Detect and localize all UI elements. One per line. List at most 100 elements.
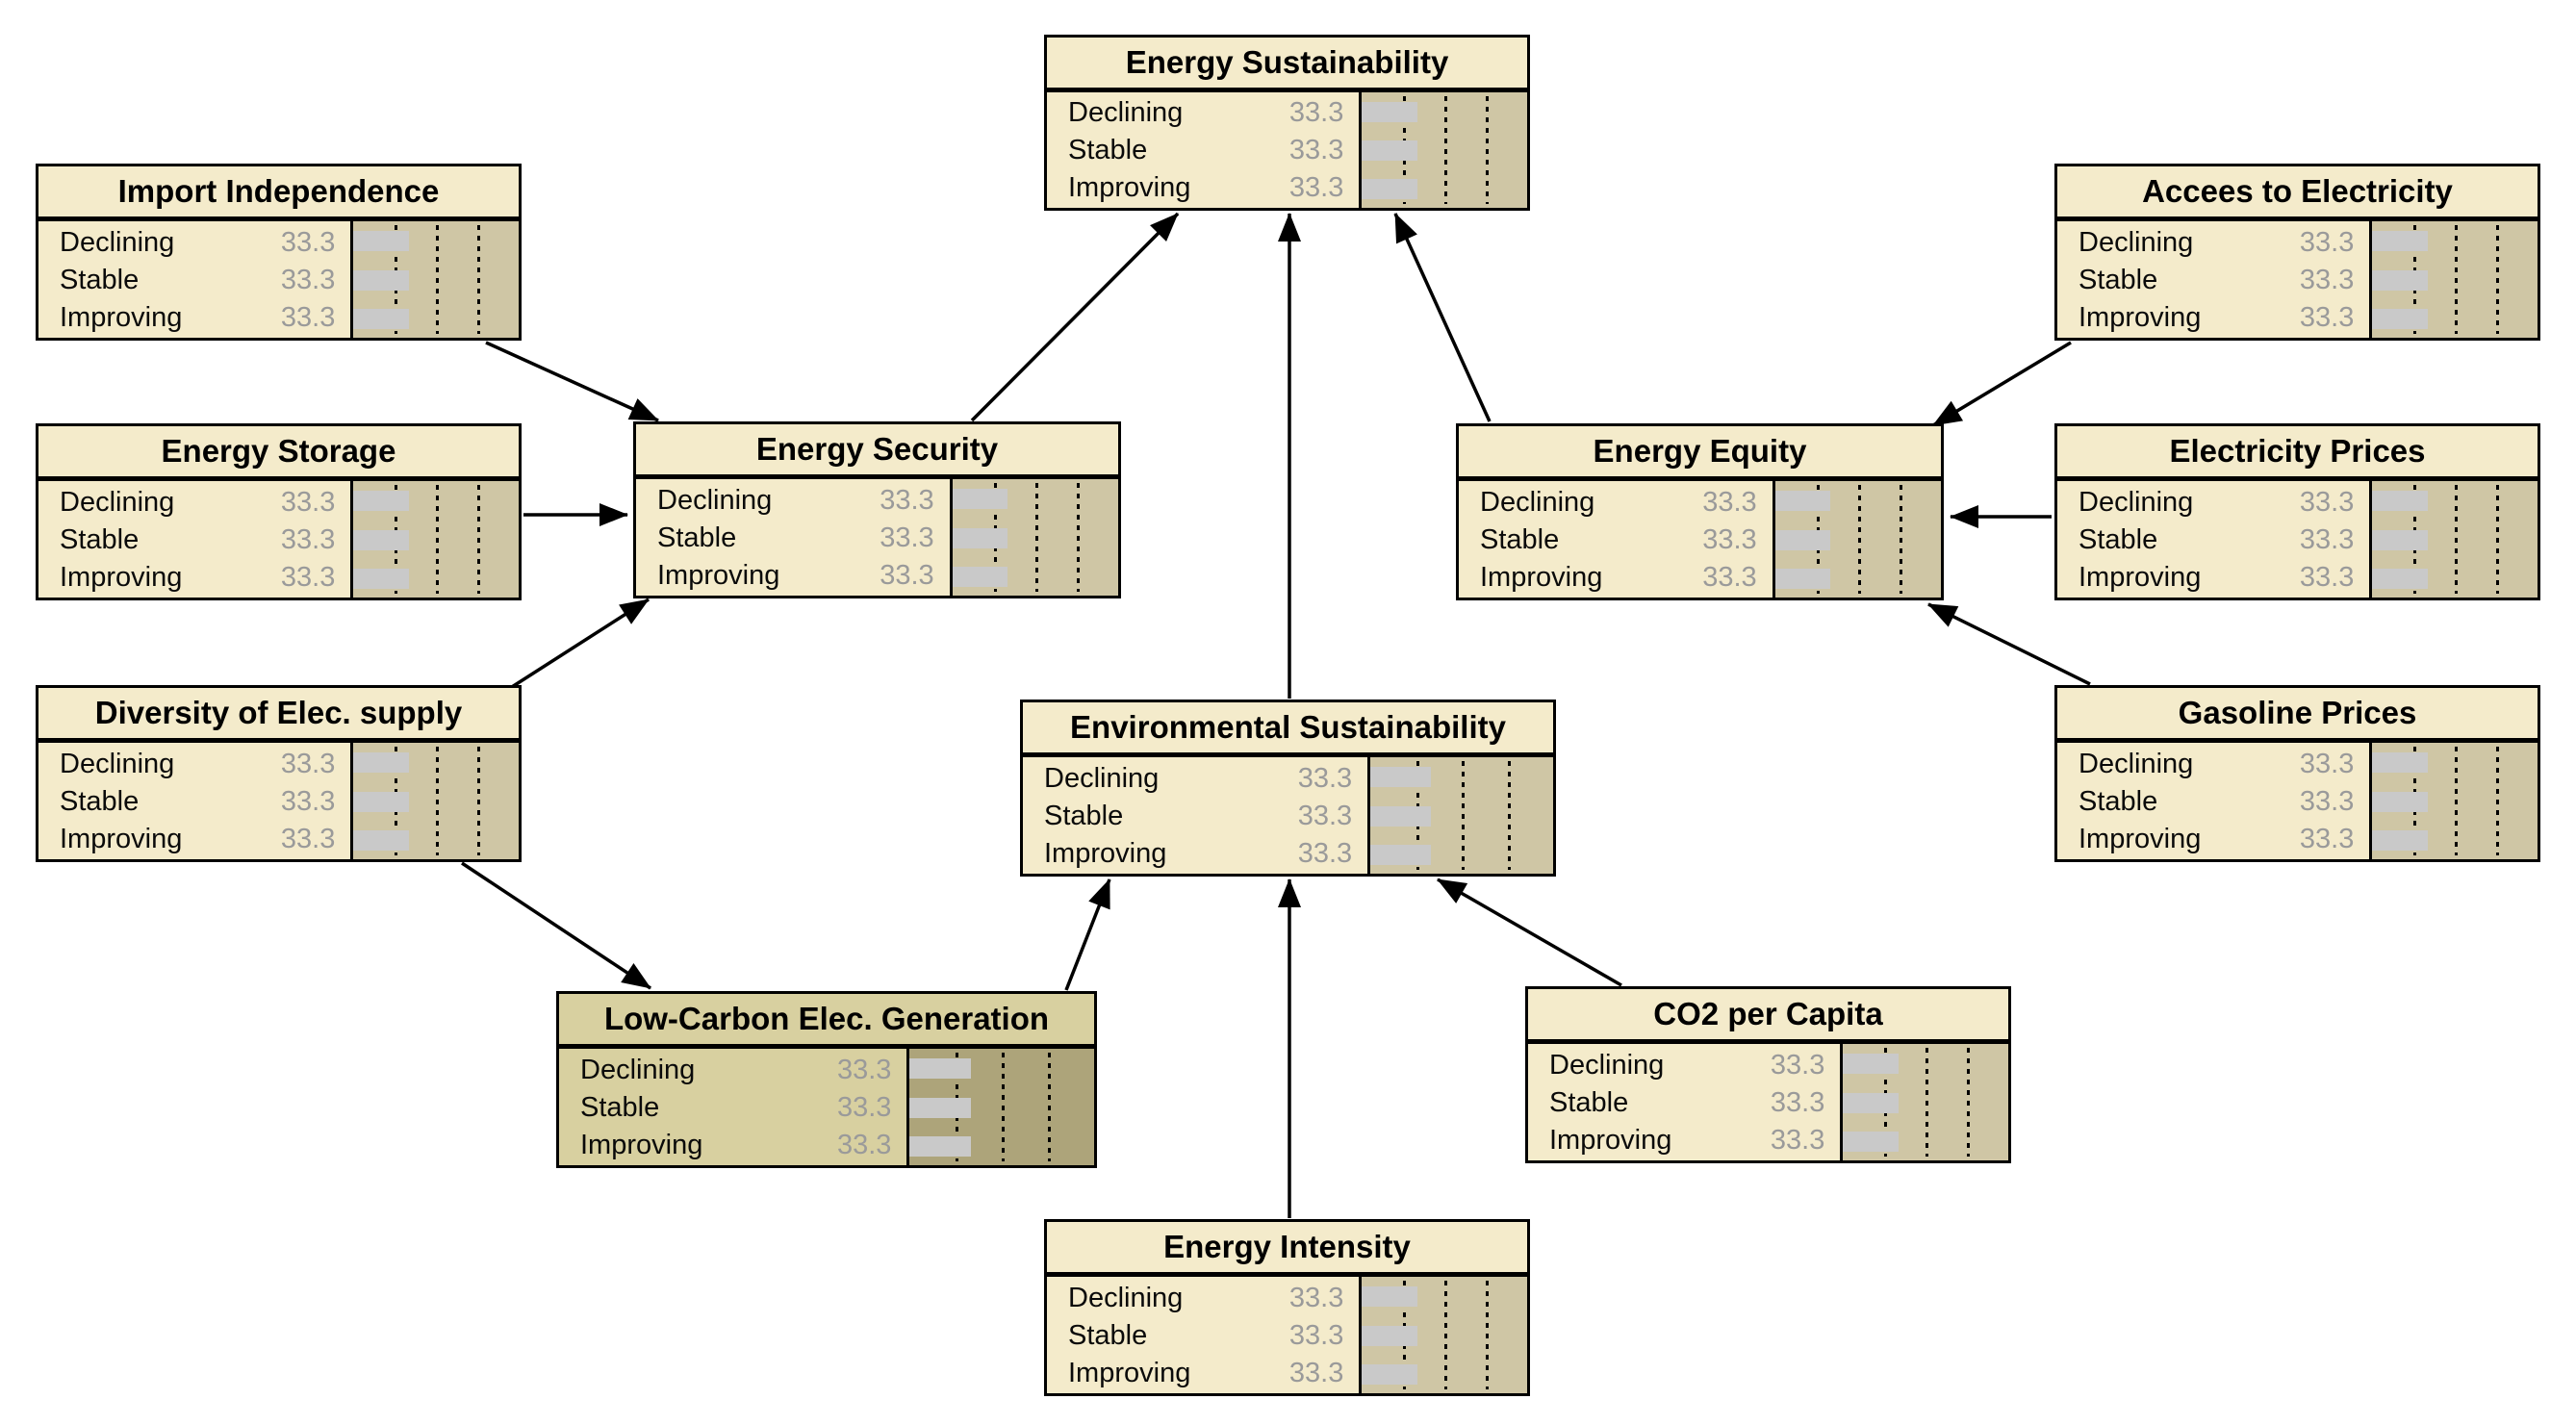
probability-bar [2372,231,2428,252]
probability-meter [2369,481,2538,598]
node-title: Low-Carbon Elec. Generation [559,994,1094,1049]
state-label: Declining [2079,486,2194,518]
probability-meter [906,1049,1094,1165]
state-probability-value: 33.3 [1288,1319,1344,1351]
state-probability-value: 33.3 [2299,264,2355,295]
state-label: Declining [1068,97,1184,129]
probability-bar [1843,1131,1899,1152]
state-probability-value: 33.3 [1288,134,1344,165]
state-label: Stable [60,785,140,817]
state-label: Improving [1480,561,1603,593]
probability-bar [1362,1286,1417,1308]
probability-bar [1370,805,1432,827]
probability-bar [353,829,409,851]
probability-meter [2369,743,2538,859]
probability-meter [2369,221,2538,338]
state-probability-value: 33.3 [280,561,336,593]
probability-meter [1367,757,1553,874]
node-title: Energy Storage [38,426,519,481]
state-probability-value: 33.3 [1288,1357,1344,1388]
state-row: Improving 33.3 [1023,835,1367,872]
probability-bar [353,568,409,589]
state-row: Stable 33.3 [2057,783,2369,820]
state-probability-value: 33.3 [2299,486,2355,518]
probability-bar [2372,568,2428,589]
state-row: Declining 33.3 [1047,94,1359,131]
state-probability-value: 33.3 [1288,1282,1344,1313]
probability-bar [909,1097,972,1118]
state-probability-value: 33.3 [1288,97,1344,129]
probability-bar [2372,752,2428,774]
arrow-import-independence-to-energy-security [485,341,659,422]
arrow-diversity-of-elec-supply-to-energy-security [490,598,650,702]
state-probability-value: 33.3 [836,1129,892,1160]
probability-bar [952,527,1008,548]
state-label: Declining [60,748,175,779]
arrow-accees-to-electricity-to-energy-equity [1932,341,2072,427]
state-probability-value: 33.3 [280,748,336,779]
probability-bar [2372,491,2428,512]
state-probability-value: 33.3 [2299,785,2355,817]
node-title: Electricity Prices [2057,426,2538,481]
state-probability-value: 33.3 [2299,823,2355,854]
state-probability-value: 33.3 [1297,800,1353,831]
state-probability-value: 33.3 [1297,837,1353,869]
state-probability-value: 33.3 [2299,226,2355,258]
probability-bar [1362,1325,1417,1346]
meter-gridline-50 [1926,1048,1929,1157]
state-row: Declining 33.3 [2057,484,2369,521]
meter-gridline-75 [2496,485,2500,594]
probability-bar [353,791,409,812]
probability-bar [909,1058,972,1080]
probability-bar [1843,1092,1899,1113]
state-label: Improving [1044,837,1167,869]
state-probability-value: 33.3 [1288,171,1344,203]
state-label: Declining [2079,748,2194,779]
meter-gridline-75 [1048,1053,1052,1161]
state-probability-value: 33.3 [2299,301,2355,333]
state-label: Stable [60,523,140,555]
state-probability-value: 33.3 [1770,1049,1825,1081]
state-label: Stable [580,1091,660,1123]
state-label: Improving [60,823,183,854]
state-label: Stable [2079,785,2158,817]
